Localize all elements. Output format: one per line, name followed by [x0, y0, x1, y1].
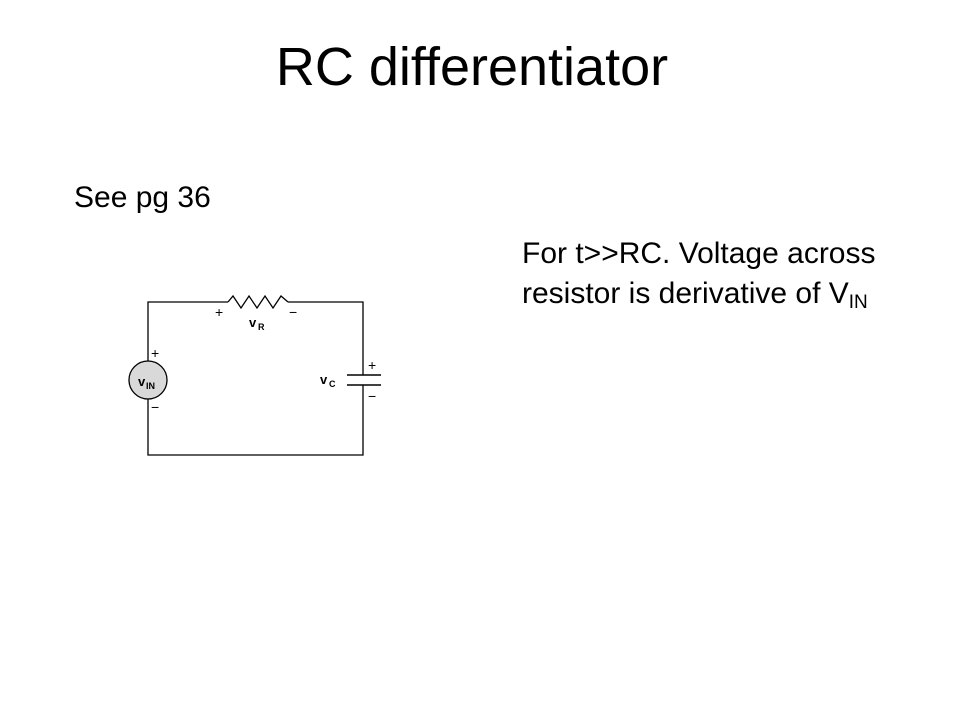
capacitor-label: v	[320, 372, 328, 387]
resistor-symbol	[227, 294, 289, 310]
source-minus-sign: −	[151, 399, 159, 415]
source-plus-sign: +	[151, 345, 159, 361]
capacitor-label-subscript: C	[329, 379, 336, 389]
explanation-subscript: IN	[848, 292, 868, 313]
resistor-label-subscript: R	[258, 322, 265, 332]
circuit-wires	[147, 301, 364, 456]
capacitor-plus-sign: +	[368, 357, 376, 373]
explanation-note: For t>>RC. Voltage across resistor is de…	[522, 234, 922, 314]
slide-title: RC differentiator	[275, 37, 669, 97]
capacitor-minus-sign: −	[368, 388, 376, 404]
source-label-subscript: IN	[146, 381, 155, 391]
resistor-minus-sign: −	[289, 304, 297, 320]
capacitor-symbol	[347, 374, 381, 386]
page-reference: See pg 36	[74, 181, 211, 214]
voltage-source-symbol	[128, 360, 168, 400]
resistor-label: v	[249, 315, 257, 330]
explanation-text: For t>>RC. Voltage across resistor is de…	[522, 237, 876, 310]
source-label: v	[138, 374, 146, 389]
resistor-plus-sign: +	[215, 304, 223, 320]
